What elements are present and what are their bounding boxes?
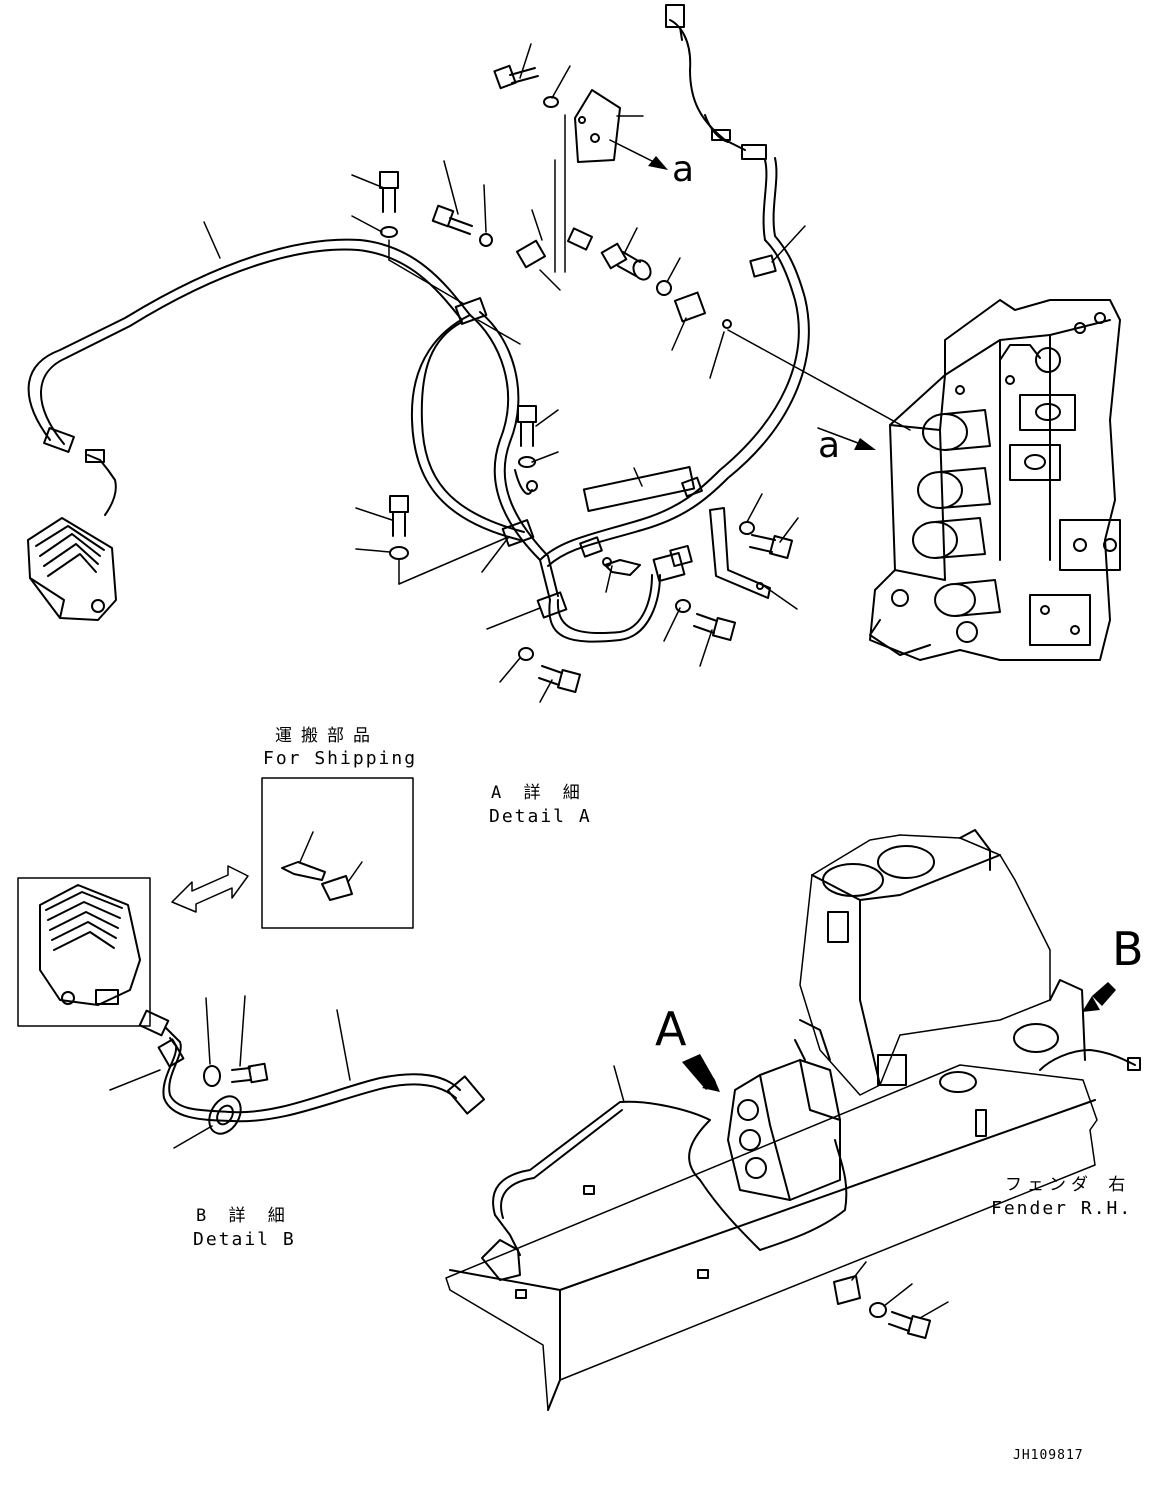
detail-a-label-en: Detail A — [489, 806, 592, 827]
marker-a-big: A — [655, 1002, 687, 1056]
for-shipping-box — [261, 777, 414, 929]
for-shipping-label-jp: 運搬部品 — [275, 726, 379, 746]
frame-assembly — [445, 829, 1141, 1411]
arrow-to-a — [609, 139, 876, 450]
control-valve — [869, 299, 1121, 661]
main-harness — [27, 4, 810, 643]
small-parts — [379, 64, 794, 694]
marker-b-big: B — [1112, 922, 1144, 976]
drawing-code: JH109817 — [1013, 1448, 1084, 1463]
leader-lines-a — [203, 43, 911, 703]
work-lamp-upper — [27, 517, 117, 621]
fender-label-en: Fender R.H. — [991, 1198, 1133, 1219]
detail-b-label-en: Detail B — [193, 1229, 296, 1250]
for-shipping-label-en: For Shipping — [263, 748, 418, 769]
fender-label-jp: フェンダ 右 — [1005, 1175, 1131, 1195]
detail-a-label-jp: A 詳 細 — [491, 783, 586, 803]
detail-b-label-jp: B 詳 細 — [196, 1206, 291, 1226]
detail-b-harness — [109, 995, 486, 1149]
double-arrow — [171, 865, 249, 913]
marker-a-small-valve: a — [818, 425, 841, 466]
marker-a-small-top: a — [672, 149, 695, 190]
lamp-box — [17, 877, 151, 1027]
